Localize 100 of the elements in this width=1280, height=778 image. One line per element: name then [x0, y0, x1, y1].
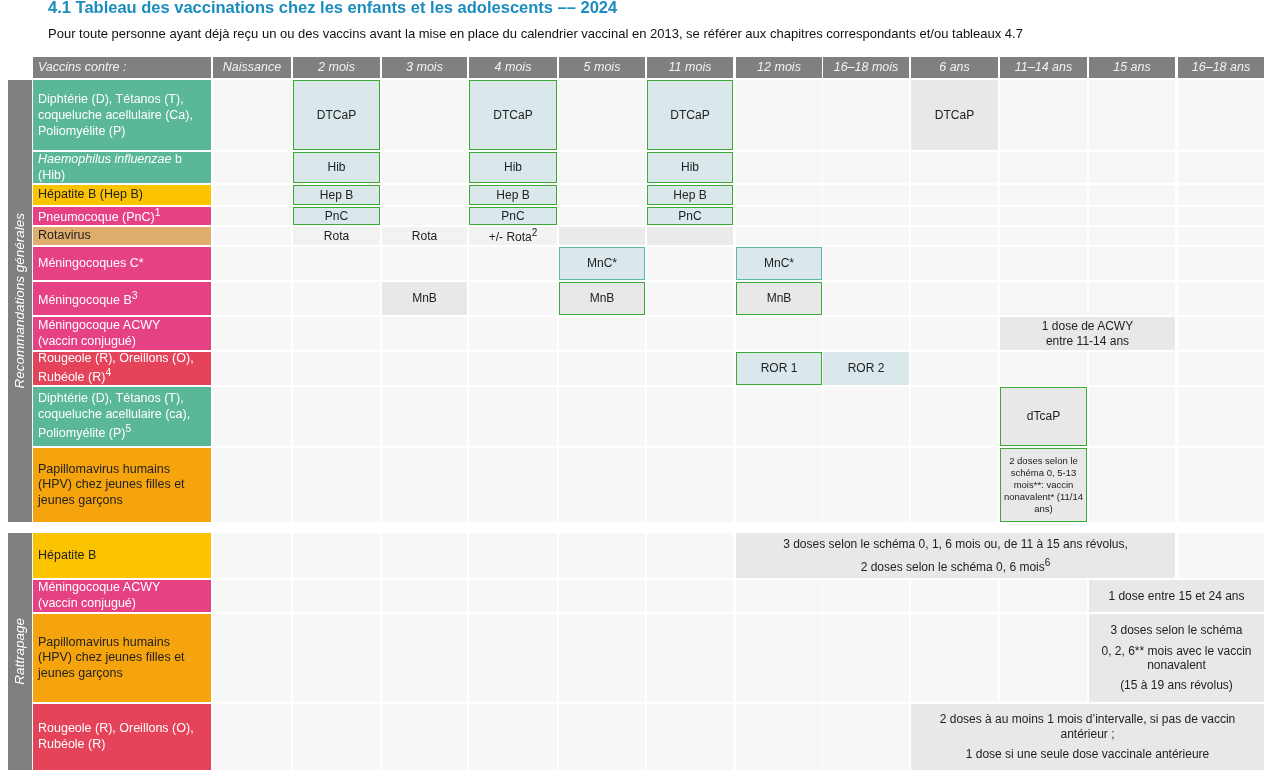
dose-text: 3 doses selon le schéma	[1110, 623, 1243, 638]
vaccine-name: Papillomavirus humains (HPV) chez jeunes filles et jeunes garçons	[38, 634, 186, 682]
dose-text: 2 doses à au moins 1 mois d’intervalle, si pas de vaccin antérieur ;	[938, 712, 1237, 742]
dose-text: 0, 2, 6** mois avec le vaccin nonavalent	[1100, 643, 1253, 673]
column-header	[1089, 57, 1175, 78]
column-header	[559, 57, 645, 78]
vaccine-row-header	[33, 317, 211, 350]
vaccine-name: Diphtérie (D), Tétanos (T), coqueluche acellulaire (Ca), Poliomyélite (P)	[38, 90, 194, 140]
column-header	[1000, 57, 1087, 78]
vaccine-name: Rougeole (R), Oreillons (O), Rubéole (R)$^{4}$	[38, 350, 195, 387]
dose-text: Hep B	[319, 187, 354, 203]
dose-cell	[293, 152, 380, 183]
dose-text: 1 dose entre 15 et 24 ans	[1108, 588, 1245, 604]
dose-text: Hib	[681, 160, 699, 175]
vaccine-name: Méningocoques C*	[38, 255, 144, 272]
dose-cell	[647, 152, 733, 183]
dose-cell	[736, 247, 822, 280]
vaccine-row-header	[33, 533, 211, 578]
dose-cell	[293, 80, 380, 150]
vaccine-name: Pneumocoque (PnC)$^{1}$	[38, 206, 161, 226]
dose-cell	[293, 185, 380, 205]
dose-text: DTCaP	[316, 107, 357, 123]
header-text: 16–18 mois	[833, 60, 899, 75]
dose-cell	[1000, 387, 1087, 446]
dose-text: Hib	[504, 160, 522, 175]
section-bar	[8, 80, 32, 522]
dose-cell	[469, 207, 557, 225]
header-text: 15 ans	[1113, 60, 1151, 75]
dose-text: ROR 1	[760, 361, 798, 376]
vaccine-name: Rougeole (R), Oreillons (O), Rubéole (R)	[38, 721, 195, 753]
section-label: Rattrapage	[11, 618, 28, 685]
header-text: 6 ans	[939, 60, 970, 75]
column-header	[823, 57, 909, 78]
vaccine-row-header	[33, 580, 211, 612]
vaccine-name: Méningocoque ACWY (vaccin conjugué)	[38, 580, 162, 612]
header-text: 11 mois	[668, 60, 712, 75]
dose-text: (15 à 19 ans révolus)	[1120, 678, 1233, 693]
header-text: 16–18 ans	[1191, 60, 1251, 75]
vaccine-row-header	[33, 614, 211, 702]
dose-text: DTCaP	[493, 107, 533, 123]
table-subtitle: Pour toute personne ayant déjà reçu un ou des vaccins avant la mise en place du calendrier vaccinal en 2013, se référer aux chapitres correspondants et/ou tableaux 4.7	[48, 26, 1023, 41]
dose-text: PnC	[501, 208, 525, 224]
column-header	[1178, 57, 1264, 78]
dose-text: Hep B	[673, 187, 707, 203]
vaccine-row-header	[33, 80, 211, 150]
dose-text: MnC*	[587, 256, 617, 271]
vaccine-name: Hépatite B	[38, 547, 97, 564]
dose-text: MnC*	[764, 256, 794, 271]
vaccine-row-header	[33, 282, 211, 315]
dose-cell	[647, 80, 733, 150]
dose-text: Hib	[327, 160, 346, 175]
vaccine-row-header	[33, 227, 211, 245]
vaccine-name: Diphtérie (D), Tétanos (T), coqueluche acellulaire (ca), Poliomyélite (P)$^{5}$	[38, 391, 192, 442]
column-header	[213, 57, 291, 78]
vaccine-row-header	[33, 387, 211, 446]
dose-cell	[647, 207, 733, 225]
column-header	[647, 57, 733, 78]
dose-text: DTCaP	[934, 107, 975, 123]
dose-text: Hep B	[496, 187, 530, 203]
dose-cell	[1000, 448, 1087, 522]
dose-text: dTcaP	[1026, 409, 1061, 424]
dose-cell	[823, 352, 909, 385]
header-text: Vaccins contre :	[38, 60, 127, 75]
dose-text: ROR 2	[847, 361, 885, 376]
dose-text: +/- Rota$^{2}$	[488, 227, 538, 245]
dose-cell	[736, 352, 822, 385]
vaccine-name: Méningocoque ACWY (vaccin conjugué)	[38, 317, 162, 350]
vaccine-name: Rotavirus	[38, 228, 91, 244]
vaccine-row-header	[33, 352, 211, 385]
vaccine-row-header	[33, 704, 211, 770]
dose-text: 2 doses selon le schéma 0, 5-13 mois**: vaccin nonavalent* (11/14 ans)	[1002, 455, 1085, 515]
header-text: 5 mois	[583, 60, 621, 75]
header-text: 12 mois	[757, 60, 801, 75]
column-header	[911, 57, 998, 78]
vaccine-row-header	[33, 448, 211, 522]
table-title: 4.1 Tableau des vaccinations chez les enfants et les adolescents –– 2024	[48, 0, 618, 17]
header-text: 3 mois	[406, 60, 443, 75]
vaccine-row-header	[33, 247, 211, 280]
section-bar	[8, 533, 32, 770]
vaccine-name: Hépatite B (Hep B)	[38, 187, 143, 203]
dose-text: PnC	[324, 208, 349, 224]
dose-cell	[559, 247, 645, 280]
dose-cell	[469, 80, 557, 150]
column-header	[736, 57, 822, 78]
vaccine-name: Papillomavirus humains (HPV) chez jeunes filles et jeunes garçons	[38, 461, 186, 509]
dose-text: 3 doses selon le schéma 0, 1, 6 mois ou, de 11 à 15 ans révolus,	[783, 536, 1128, 551]
vaccine-name: Méningocoque B$^{3}$	[38, 288, 138, 309]
dose-cell	[647, 185, 733, 205]
dose-cell	[736, 282, 822, 315]
dose-cell	[469, 185, 557, 205]
column-header	[33, 57, 211, 78]
header-text: 11–14 ans	[1014, 60, 1073, 75]
dose-text: MnB	[412, 291, 437, 306]
vaccine-name: Haemophilus influenzae b (Hib)	[38, 151, 183, 184]
column-header	[469, 57, 557, 78]
vaccine-row-header	[33, 207, 211, 225]
vaccine-row-header	[33, 152, 211, 183]
dose-text: Rota	[323, 228, 350, 244]
dose-cell	[293, 207, 380, 225]
dose-text: DTCaP	[670, 107, 710, 123]
